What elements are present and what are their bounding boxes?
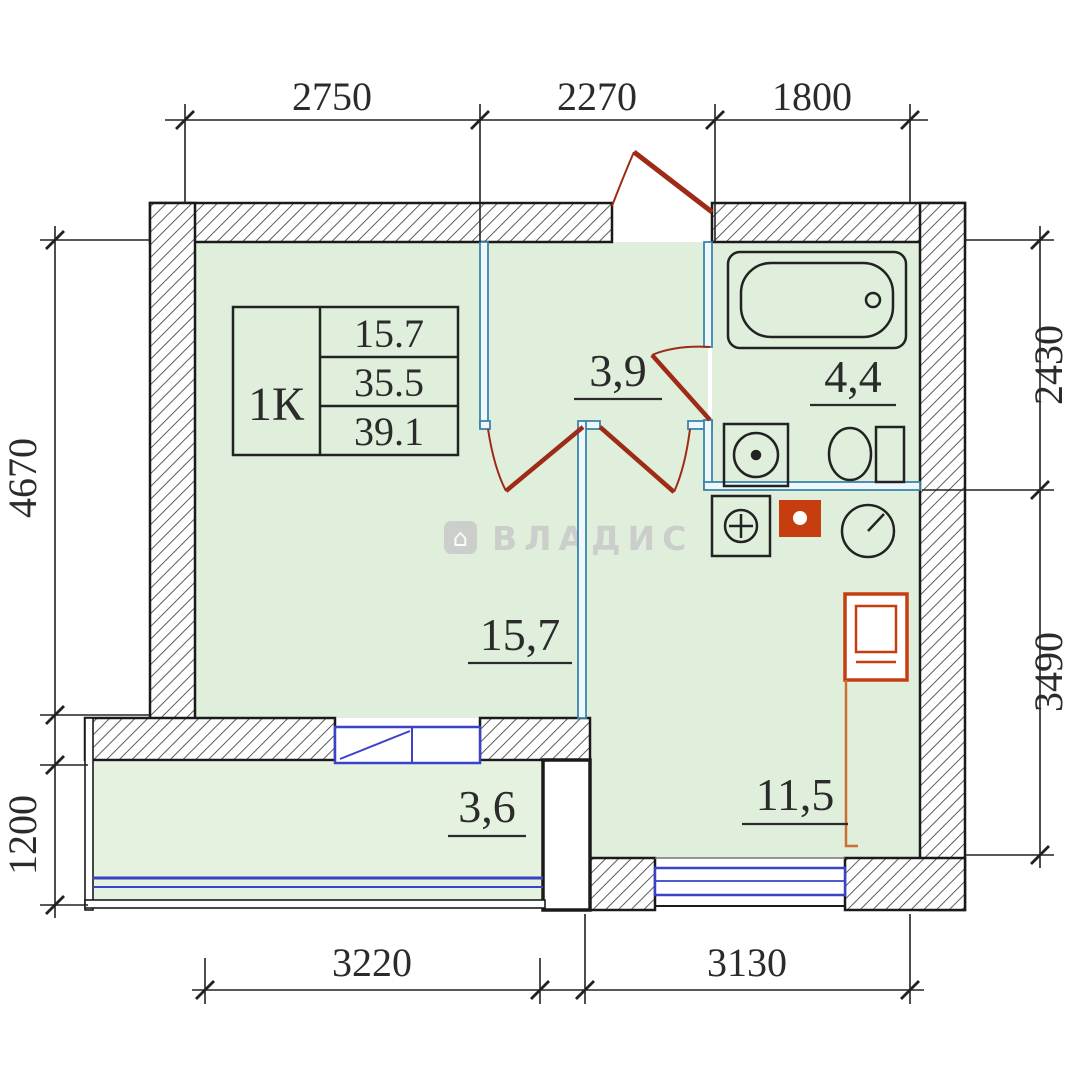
wall-balcony-top-left [83,716,337,762]
dim-tick [530,980,550,1000]
counter-edge-line [844,680,858,848]
dim-tick [175,110,195,130]
dim-label-right-1: 2430 [1026,325,1071,405]
bathtub-icon [726,250,908,350]
dim-label-right-2: 3490 [1026,632,1071,712]
kitchen-door-swing [673,428,691,493]
partition-seg-1 [479,420,491,430]
dim-tick [900,110,920,130]
balcony-floor [92,762,543,904]
dim-tick [45,705,65,725]
wall-top-left [148,201,614,244]
dim-tick [575,980,595,1000]
dim-tick [1030,480,1050,500]
legend-table [231,305,460,457]
balcony-wall-bottom [84,899,546,909]
wall-left [148,201,197,722]
entrance-door-icon [632,150,714,214]
wall-bottom-right-segment [843,856,967,912]
bathroom-door-icon [650,353,712,422]
watermark: ⌂ ВЛАДИС [444,519,693,558]
windows [333,725,847,907]
stove-burner [723,508,759,544]
room-label-bathroom: 4,4 [824,351,882,402]
dim-tick [1030,230,1050,250]
kitchen-sink-tap [867,513,885,532]
legend-apartment-type: 1К [248,378,305,431]
partition-hall-bath-lower [703,419,713,489]
balcony-wall-left [84,717,94,911]
counter-unit-knob [793,511,807,525]
bathtub-drain [864,291,882,309]
labels: 2750 2270 1800 4670 1200 2430 3490 3220 … [0,74,1071,985]
partition-bath-kitchen [703,481,921,491]
dim-tick [900,980,920,1000]
partition-living-hall [479,241,489,428]
room-fills [92,242,920,904]
washbasin-icon [722,422,790,488]
outer-walls [83,201,967,912]
room-label-living: 15,7 [480,609,561,660]
legend-value-1: 15.7 [354,311,424,356]
partitions [479,241,921,719]
washbasin-tap [750,449,762,461]
toilet-tank [874,425,906,484]
fridge-inner [854,604,898,654]
doors [487,150,714,494]
legend-value-2: 35.5 [354,360,424,405]
dim-tick [1030,845,1050,865]
balcony-structure [84,717,546,911]
balcony-door-window-icon [333,725,482,765]
dim-label-left-2: 1200 [0,795,45,875]
dim-label-top-1: 2750 [292,74,372,119]
dim-label-left-1: 4670 [0,438,45,518]
partition-living-kitchen [577,420,587,719]
bathtub-inner [739,261,895,339]
dim-label-top-2: 2270 [557,74,637,119]
dim-tick [45,230,65,250]
dim-tick [45,895,65,915]
toilet-icon [827,426,873,482]
living-door-swing [487,428,507,492]
room-label-kitchen: 11,5 [756,769,835,820]
wall-balcony-top-right [478,716,592,762]
dim-tick [45,755,65,775]
stove-icon [710,494,772,558]
kitchen-sink-icon [840,503,896,559]
watermark-text: ВЛАДИС [492,519,693,558]
wall-right [918,201,967,912]
dim-label-top-3: 1800 [772,74,852,119]
hall-floor [484,242,708,427]
washbasin-bowl [732,431,780,479]
watermark-house-icon [444,521,477,554]
dimension-graphics [40,104,1054,1004]
dim-tick [705,110,725,130]
entrance-door-swing [611,151,635,207]
room-label-balcony: 3,6 [458,781,516,832]
fixtures [710,250,909,848]
living-door-icon [504,425,585,493]
wall-bottom-left-segment [588,856,657,912]
room-label-hall: 3,9 [589,345,647,396]
legend-value-3: 39.1 [354,409,424,454]
bathroom-door-swing [651,345,711,356]
balcony-window-sash [339,730,411,760]
dim-label-bottom-2: 3130 [707,940,787,985]
watermark-house-glyph: ⌂ [453,524,468,552]
dim-label-bottom-1: 3220 [332,940,412,985]
dim-tick [195,980,215,1000]
partition-hall-bath-upper [703,241,713,348]
legend-border [231,305,460,457]
kitchen-door-icon [598,425,676,494]
dim-tick [470,110,490,130]
wall-step [541,758,592,912]
